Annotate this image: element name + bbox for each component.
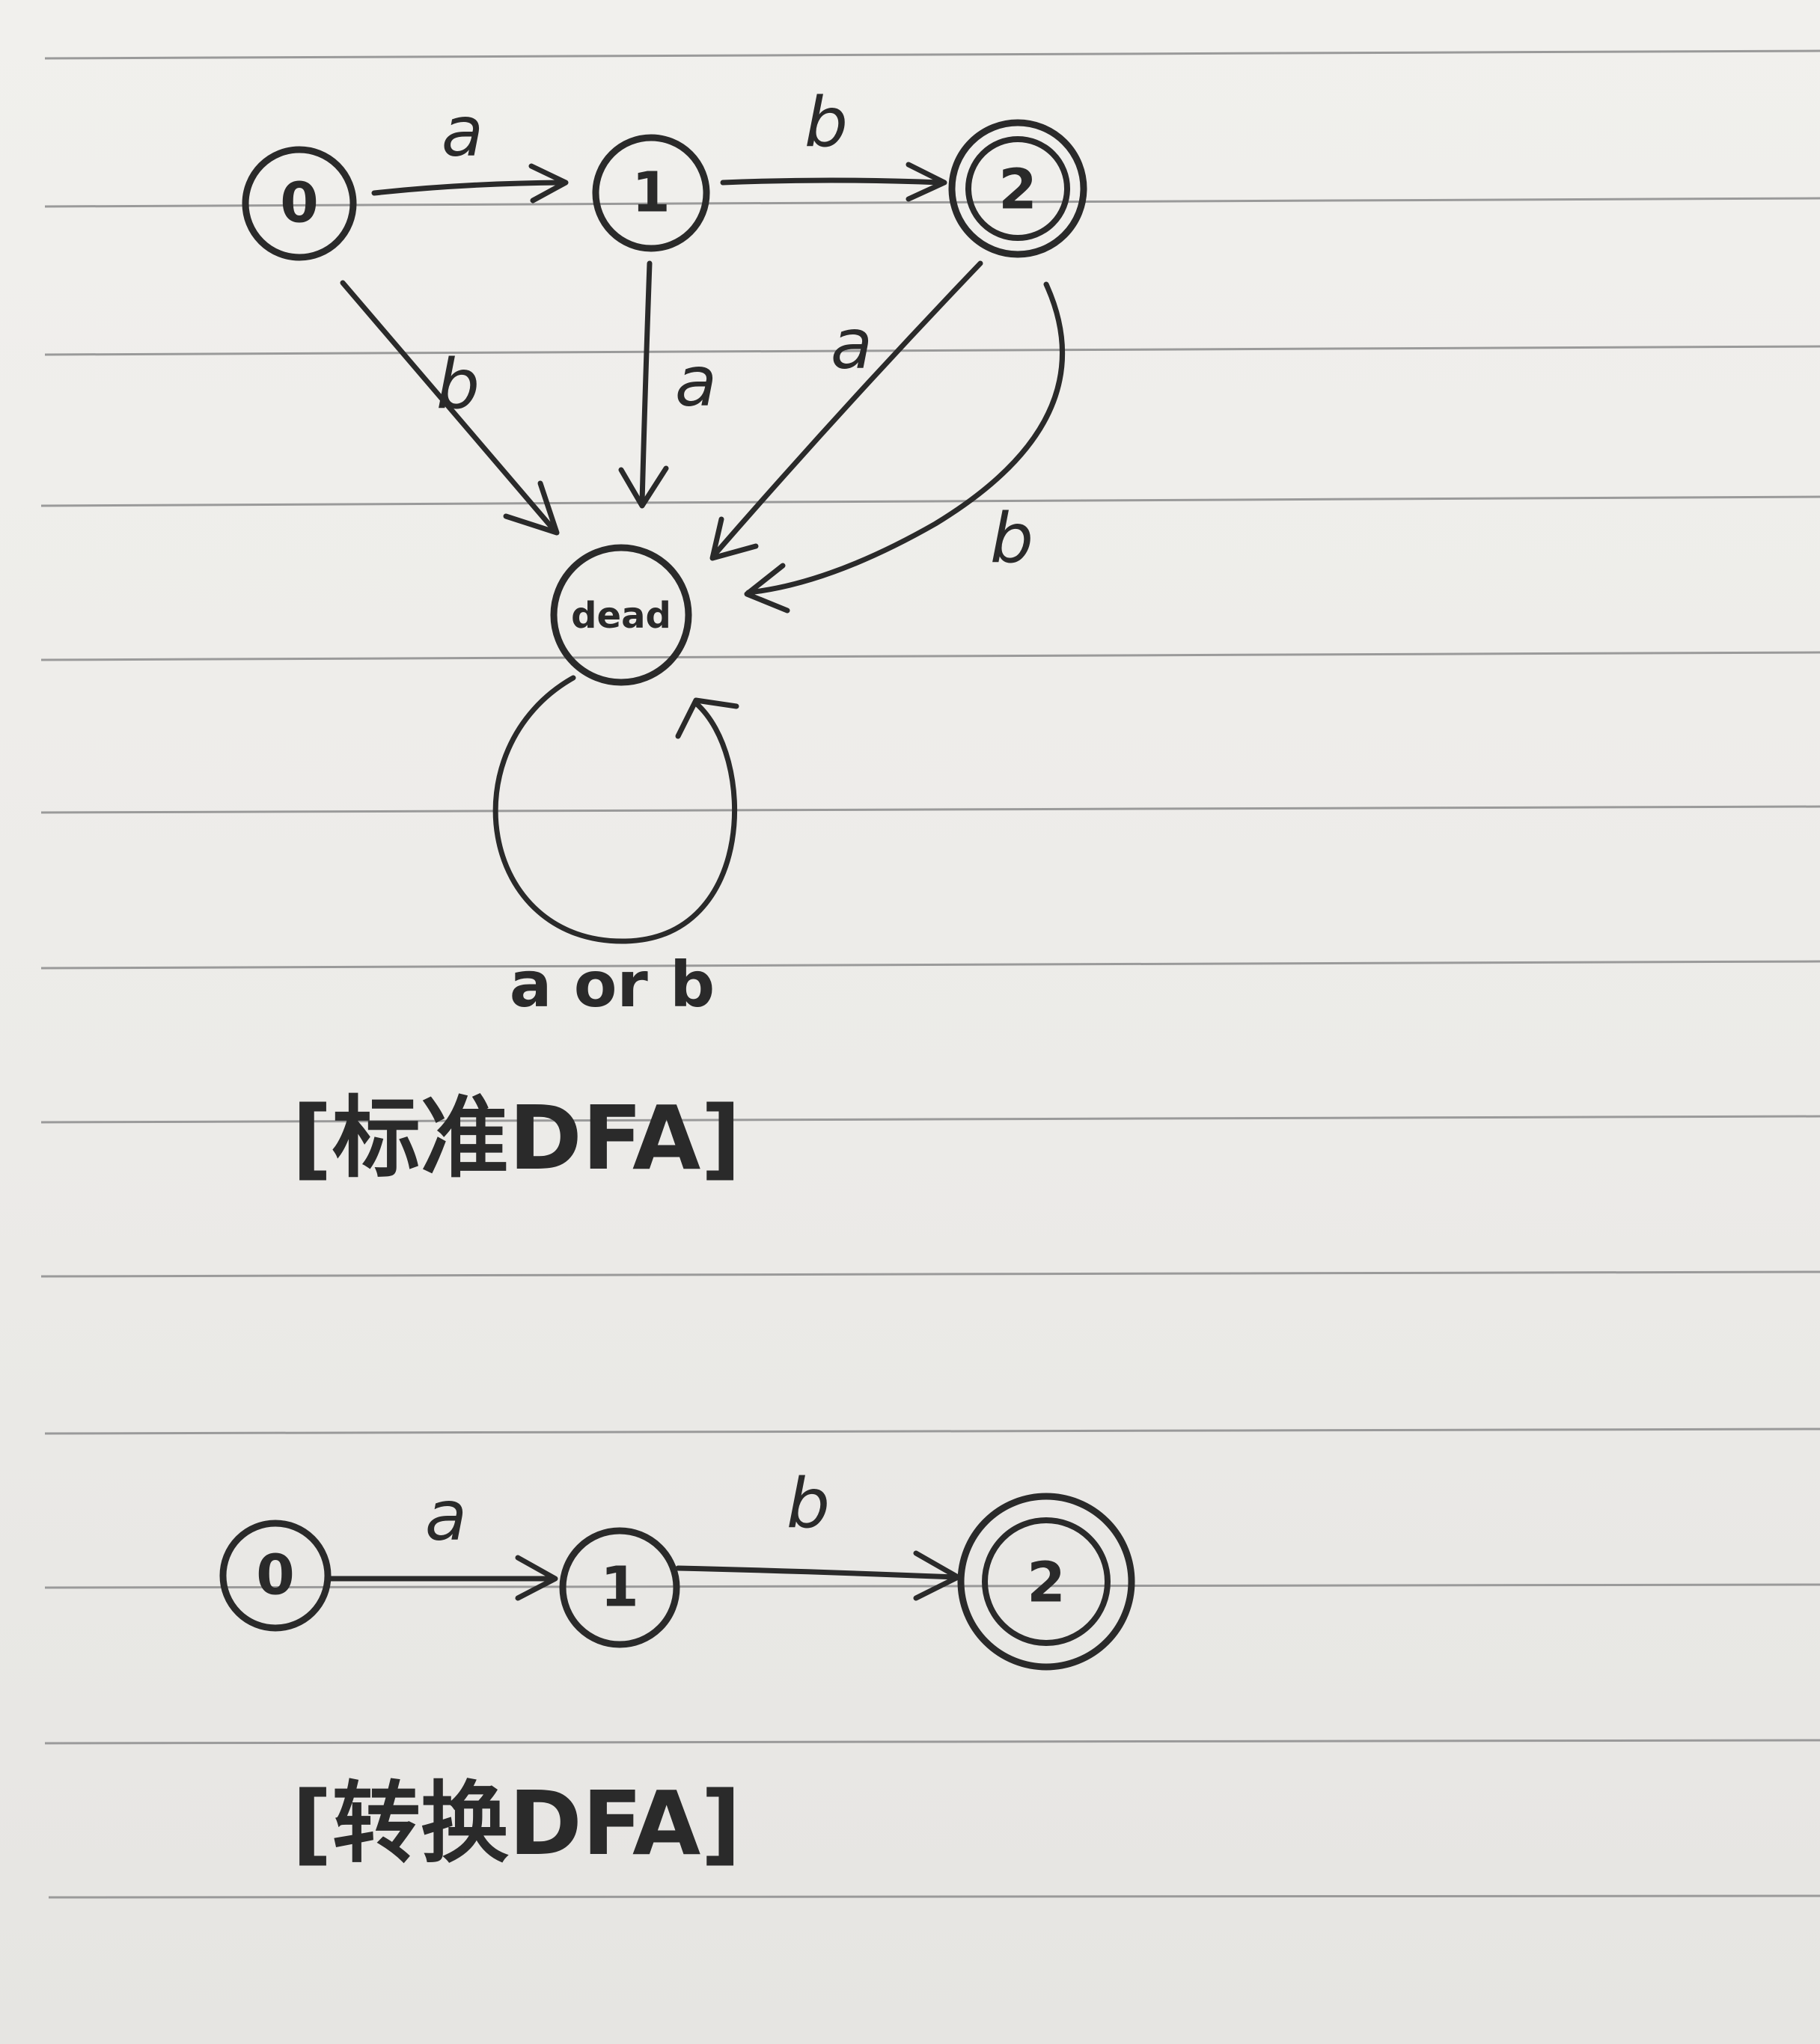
arrowhead — [528, 163, 569, 204]
ruled-line — [44, 197, 1820, 208]
edge-label: b — [804, 82, 848, 162]
arrowhead — [618, 465, 669, 509]
ruled-line — [40, 960, 1820, 970]
edge-line — [675, 1565, 958, 1580]
dead-state-circle — [550, 544, 692, 686]
edge-line — [639, 260, 653, 506]
transition-edge: a — [371, 91, 569, 204]
self-loop-edge: a or b — [492, 675, 739, 1021]
arrowhead — [675, 697, 739, 739]
arrowhead — [913, 1550, 961, 1601]
arrowhead — [515, 1555, 558, 1601]
ruled-line — [40, 651, 1820, 661]
state-node: 2 — [957, 1493, 1135, 1671]
state-2-inner-circle — [965, 136, 1070, 241]
state-node: 1 — [559, 1527, 680, 1648]
ruled-line — [40, 495, 1820, 507]
edge-label: a — [442, 91, 483, 171]
edge-line — [745, 281, 1065, 596]
edge-line — [340, 280, 557, 533]
transition-edge: a — [618, 260, 717, 509]
state-node: 0 — [219, 1520, 332, 1632]
state-1-circle — [592, 134, 710, 252]
loop-line — [492, 675, 738, 944]
diagram-caption: [标准DFA] — [292, 1086, 741, 1190]
arrowhead — [906, 162, 947, 202]
edge-label: b — [990, 498, 1033, 578]
arrowhead — [709, 516, 759, 561]
ruled-line — [44, 1583, 1820, 1589]
edge-label: b — [436, 344, 480, 424]
transition-edge: b — [340, 280, 560, 536]
transition-edge: a — [709, 260, 983, 561]
state-0-circle — [219, 1520, 332, 1632]
state-2-outer-circle — [948, 119, 1087, 258]
converted-dfa-diagram: 0 1 2 a b — [219, 1463, 1135, 1875]
state-0-circle — [242, 146, 357, 261]
ruled-line — [44, 49, 1820, 60]
ruled-line — [40, 805, 1820, 814]
edge-label: b — [787, 1463, 830, 1543]
edge-label: a — [425, 1475, 467, 1555]
edge-line — [371, 180, 566, 196]
edge-label: a — [831, 304, 873, 384]
loop-label: a or b — [510, 948, 715, 1021]
state-node: 2 — [948, 119, 1087, 258]
ruled-line — [40, 1270, 1820, 1278]
standard-dfa-diagram: 0 1 2 dead a — [242, 82, 1087, 1190]
arrowhead — [744, 563, 790, 613]
state-label: 0 — [280, 171, 319, 236]
state-2-outer-circle — [957, 1493, 1135, 1671]
edge-line — [712, 260, 983, 557]
edge-label: a — [675, 341, 717, 421]
ruled-line — [44, 1428, 1820, 1435]
state-1-circle — [559, 1527, 680, 1648]
diagram-caption: [转换DFA] — [292, 1772, 741, 1875]
ruled-line — [44, 345, 1820, 356]
transition-edge: a — [326, 1475, 558, 1601]
dead-state-label: dead — [571, 595, 671, 637]
arrowhead — [503, 480, 560, 536]
ruled-line — [48, 1894, 1820, 1899]
transition-edge: b — [744, 281, 1065, 613]
state-node: dead — [550, 544, 692, 686]
state-label: 2 — [998, 158, 1037, 222]
state-label: 0 — [256, 1543, 295, 1608]
state-label: 1 — [600, 1555, 639, 1620]
state-2-inner-circle — [982, 1517, 1111, 1646]
state-label: 2 — [1027, 1551, 1066, 1615]
edge-line — [720, 177, 943, 186]
state-node: 0 — [242, 146, 357, 261]
transition-edge: b — [720, 82, 947, 202]
state-node: 1 — [592, 134, 710, 252]
ruled-lines — [40, 49, 1820, 1899]
state-label: 1 — [632, 161, 671, 225]
transition-edge: b — [675, 1463, 961, 1601]
ruled-line — [40, 1115, 1820, 1124]
ruled-line — [44, 1739, 1820, 1745]
